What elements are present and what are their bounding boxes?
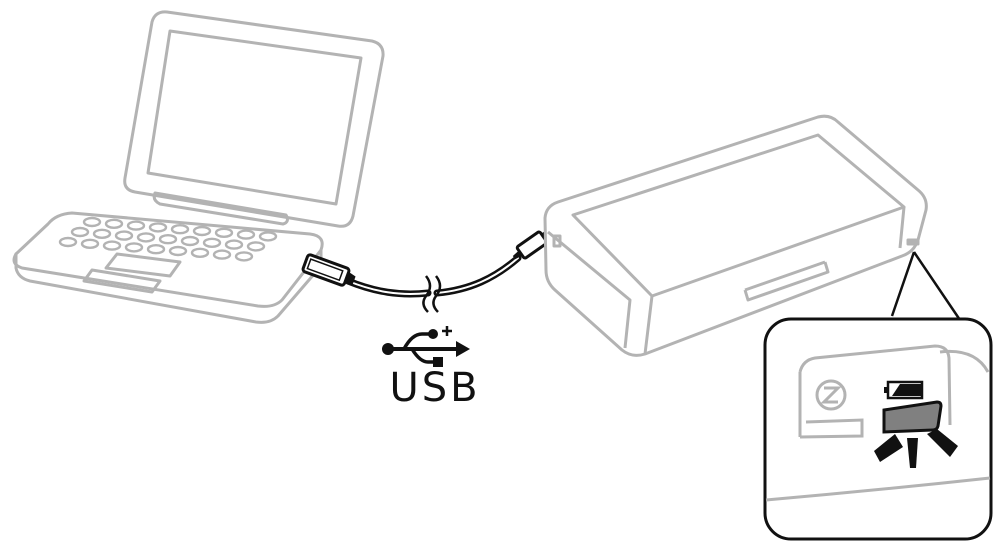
laptop-base-front: [14, 248, 323, 324]
laptop-icon: [12, 10, 385, 324]
keyboard-key: [158, 233, 178, 245]
keyboard-key: [234, 251, 254, 262]
usb-cable: [301, 229, 553, 313]
laptop-keyboard: [58, 216, 278, 262]
printer-side-face: [547, 230, 632, 349]
keyboard-key: [246, 241, 266, 252]
usb-label: USB: [389, 365, 481, 411]
printer-front-edge: [643, 206, 906, 355]
laptop-touchpad: [104, 252, 182, 278]
keyboard-key: [114, 230, 134, 241]
callout-panel: [765, 344, 991, 502]
keyboard-key: [124, 242, 144, 253]
cable-right-segment: [433, 254, 522, 297]
cable-right-segment-core: [436, 257, 519, 294]
laptop-display: [146, 29, 363, 206]
power-button-icon: [815, 379, 847, 411]
cable-break-mark: [422, 275, 432, 313]
printer-status-light: [906, 238, 920, 246]
keyboard-key: [212, 249, 232, 260]
keyboard-key: [236, 229, 256, 240]
charge-light-rays: [874, 429, 958, 468]
keyboard-key: [136, 232, 156, 243]
keyboard-key: [70, 226, 90, 238]
keyboard-key: [102, 240, 122, 251]
keyboard-key: [148, 222, 168, 233]
cable-left-segment-core: [347, 280, 429, 295]
charge-light-icon: [882, 400, 943, 434]
keyboard-key: [146, 243, 166, 255]
keyboard-key: [104, 218, 124, 230]
keyboard-key: [170, 223, 190, 235]
keyboard-key: [92, 228, 112, 240]
keyboard-key: [224, 239, 244, 250]
keyboard-key: [168, 245, 188, 257]
keyboard-key: [258, 231, 278, 242]
keyboard-key: [80, 238, 100, 250]
keyboard-key: [58, 236, 78, 248]
keyboard-key: [192, 225, 212, 237]
printer-output-tray: [743, 260, 830, 302]
laptop-hinge: [152, 191, 289, 226]
keyboard-key: [126, 220, 146, 231]
zoom-callout: [763, 251, 993, 541]
usb-a-plug: [301, 253, 356, 287]
keyboard-key: [82, 216, 102, 228]
laptop-screen-bezel: [123, 10, 385, 228]
keyboard-key: [214, 227, 234, 239]
cable-break-mark: [432, 275, 442, 313]
keyboard-key: [202, 237, 222, 249]
printer-icon: [543, 114, 928, 357]
printer-usb-port: [552, 234, 562, 248]
usb-symbol-icon: [382, 326, 470, 367]
battery-icon: [884, 380, 924, 400]
laptop-touchpad-button: [82, 268, 162, 294]
keyboard-key: [190, 247, 210, 259]
keyboard-key: [180, 235, 200, 247]
callout-pointer: [890, 251, 962, 321]
